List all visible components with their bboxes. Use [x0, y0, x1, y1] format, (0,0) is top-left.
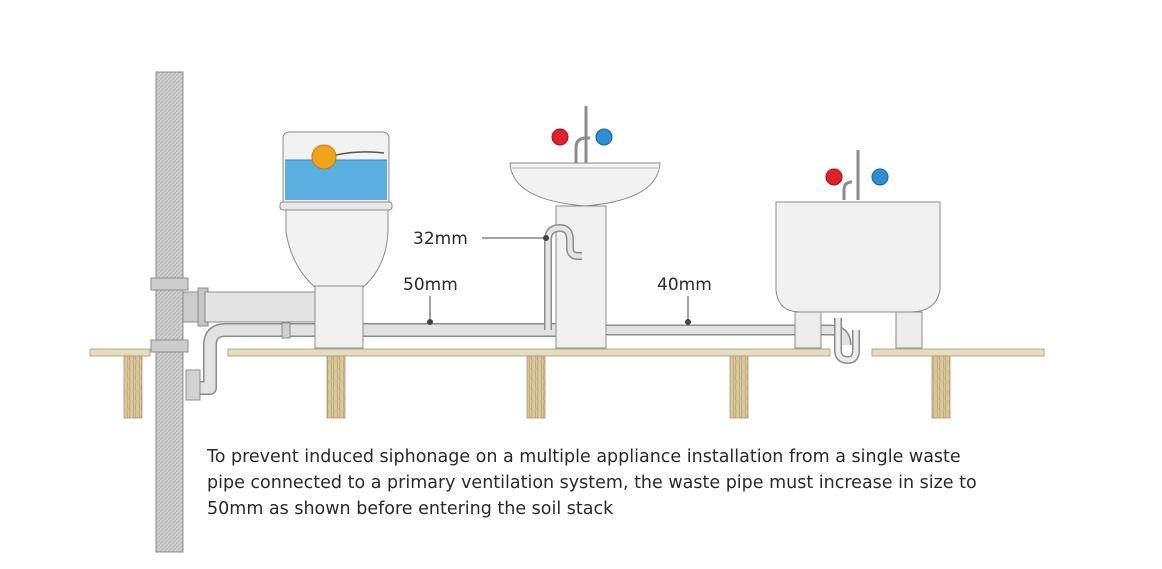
- wc-cistern: [279, 131, 393, 211]
- caption-line-1: To prevent induced siphonage on a multip…: [207, 447, 961, 467]
- floor-joists: [123, 355, 951, 419]
- caption-line-2: pipe connected to a primary ventilation …: [207, 473, 977, 493]
- float-ball-icon: [311, 144, 337, 170]
- label-40mm: 40mm: [657, 275, 712, 295]
- cold-tap-icon: [595, 128, 613, 146]
- floor-boards: [89, 348, 1045, 357]
- cold-tap-icon: [871, 168, 889, 186]
- caption-line-3: 50mm as shown before entering the soil s…: [207, 499, 614, 519]
- diagram-caption: To prevent induced siphonage on a multip…: [207, 444, 1107, 522]
- hot-tap-icon: [825, 168, 843, 186]
- label-50mm: 50mm: [403, 275, 458, 295]
- wash-basin: [509, 106, 661, 349]
- wc-pan: [285, 209, 389, 349]
- label-32mm: 32mm: [413, 229, 468, 249]
- bath: [775, 150, 941, 365]
- soil-stack: [150, 71, 209, 553]
- hot-tap-icon: [551, 128, 569, 146]
- leader-lines: [427, 235, 691, 325]
